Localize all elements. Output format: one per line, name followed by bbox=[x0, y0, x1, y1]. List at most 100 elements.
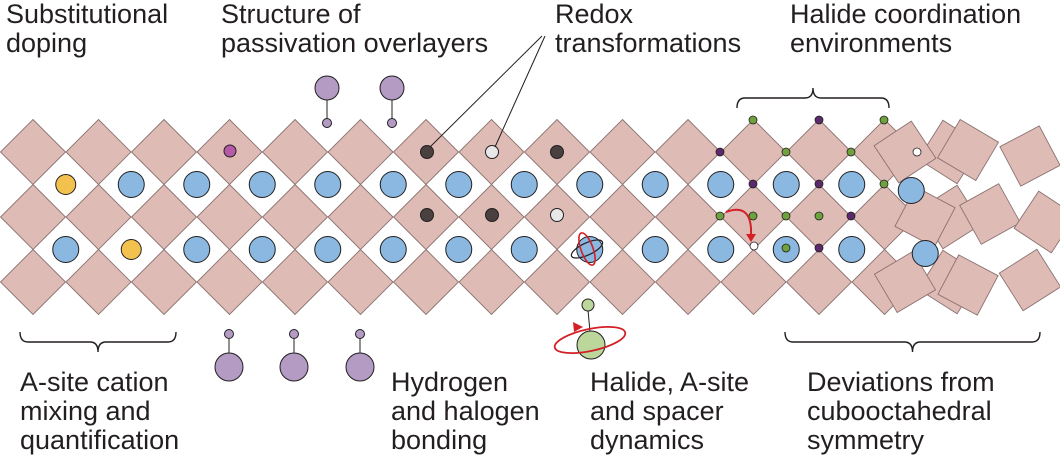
octahedron bbox=[785, 118, 853, 186]
halide-ion bbox=[846, 211, 856, 221]
octahedron bbox=[0, 183, 67, 251]
octahedron bbox=[999, 125, 1060, 187]
a-site-cation bbox=[707, 171, 735, 198]
redox-atom bbox=[485, 145, 499, 159]
halide-ion bbox=[748, 115, 758, 125]
halide-ion bbox=[814, 211, 824, 221]
octahedron bbox=[65, 183, 132, 251]
halide-ion bbox=[781, 211, 791, 221]
octahedra-layer bbox=[0, 118, 1060, 316]
octahedron bbox=[65, 248, 132, 316]
label-deviations-symmetry: Deviations from cubooctahedral symmetry bbox=[807, 367, 995, 455]
dopant-cation bbox=[55, 174, 77, 195]
a-site-cation bbox=[379, 236, 407, 263]
octahedron bbox=[936, 118, 1000, 182]
octahedron bbox=[998, 248, 1060, 312]
passivation-molecule bbox=[379, 75, 405, 101]
brace-icon bbox=[736, 87, 890, 109]
octahedron bbox=[0, 118, 67, 186]
halide-ion bbox=[814, 243, 824, 253]
migration-arrow-icon bbox=[725, 208, 753, 237]
a-site-cation bbox=[576, 171, 604, 198]
redox-atom bbox=[420, 208, 434, 222]
octahedron bbox=[785, 248, 853, 316]
octahedron bbox=[654, 183, 722, 251]
halide-ion bbox=[912, 147, 922, 157]
halide-ion bbox=[781, 147, 791, 157]
passivation-molecule bbox=[345, 352, 375, 382]
label-dynamics: Halide, A-site and spacer dynamics bbox=[590, 367, 750, 455]
octahedron bbox=[589, 248, 656, 316]
halide-ion bbox=[879, 179, 889, 189]
passivation-molecule bbox=[279, 352, 309, 382]
octahedron bbox=[0, 248, 67, 316]
halide-ion bbox=[748, 179, 758, 189]
a-site-cation bbox=[314, 236, 342, 263]
octahedron bbox=[261, 183, 329, 251]
brace-icon bbox=[784, 331, 1041, 353]
octahedron bbox=[130, 248, 198, 316]
a-site-cation bbox=[510, 236, 538, 263]
halide-ion bbox=[715, 147, 725, 157]
octahedron bbox=[720, 248, 787, 316]
halide-ion bbox=[715, 211, 725, 221]
octahedron bbox=[261, 248, 329, 316]
label-substitutional-doping: Substitutional doping bbox=[6, 0, 169, 58]
a-site-cation bbox=[641, 236, 669, 263]
redox-atom bbox=[550, 208, 564, 222]
a-site-cation bbox=[510, 171, 538, 198]
rotation-arrow-icon bbox=[553, 325, 627, 355]
redox-atom bbox=[485, 208, 499, 222]
octahedron bbox=[959, 183, 1021, 245]
spacer-molecule bbox=[576, 330, 606, 360]
octahedron bbox=[65, 118, 132, 186]
label-passivation-overlayers: Structure of passivation overlayers bbox=[221, 0, 489, 58]
label-a-site-cation-mixing: A-site cation mixing and quantification bbox=[20, 367, 180, 455]
octahedron bbox=[130, 183, 198, 251]
a-site-cation bbox=[248, 171, 276, 198]
redox-atom bbox=[550, 145, 564, 159]
halide-ion bbox=[879, 115, 889, 125]
passivation-atom bbox=[355, 329, 365, 339]
octahedron bbox=[392, 248, 460, 316]
a-site-cation bbox=[772, 171, 800, 198]
a-site-cation bbox=[838, 236, 866, 263]
passivation-atom bbox=[289, 329, 299, 339]
octahedron bbox=[261, 118, 329, 186]
octahedron bbox=[327, 118, 394, 186]
a-site-cation bbox=[707, 236, 735, 263]
octahedron bbox=[327, 183, 394, 251]
features-layer bbox=[214, 35, 922, 382]
a-site-cation bbox=[248, 236, 276, 263]
octahedron bbox=[130, 118, 198, 186]
octahedron bbox=[873, 120, 937, 184]
redox-atom bbox=[420, 145, 434, 159]
halide-ion bbox=[781, 243, 791, 253]
halide-ion bbox=[749, 241, 759, 251]
migration-arrowhead bbox=[746, 234, 756, 242]
octahedron bbox=[523, 248, 591, 316]
octahedron bbox=[196, 248, 263, 316]
redox-pointer-line bbox=[429, 35, 543, 148]
a-site-cation bbox=[445, 236, 473, 263]
a-site-cation bbox=[897, 177, 925, 204]
a-site-cation bbox=[838, 171, 866, 198]
passivation-atom bbox=[387, 118, 397, 128]
redox-pointer-line bbox=[494, 35, 546, 148]
label-redox-transformations: Redox transformations bbox=[555, 0, 742, 58]
brace-icon bbox=[19, 331, 177, 353]
octahedron bbox=[589, 118, 656, 186]
passivation-atom bbox=[322, 118, 332, 128]
rotation-arrow-icon bbox=[578, 232, 596, 266]
octahedron bbox=[458, 248, 525, 316]
a-site-cation bbox=[641, 171, 669, 198]
spacer-atom bbox=[581, 298, 595, 312]
octahedron bbox=[720, 118, 787, 186]
a-site-cation bbox=[183, 236, 211, 263]
halide-ion bbox=[814, 179, 824, 189]
octahedron bbox=[937, 254, 999, 316]
passivation-molecule bbox=[214, 352, 244, 382]
a-site-cation bbox=[52, 236, 80, 263]
a-site-cation bbox=[445, 171, 473, 198]
rotation-arrowhead bbox=[573, 322, 583, 332]
